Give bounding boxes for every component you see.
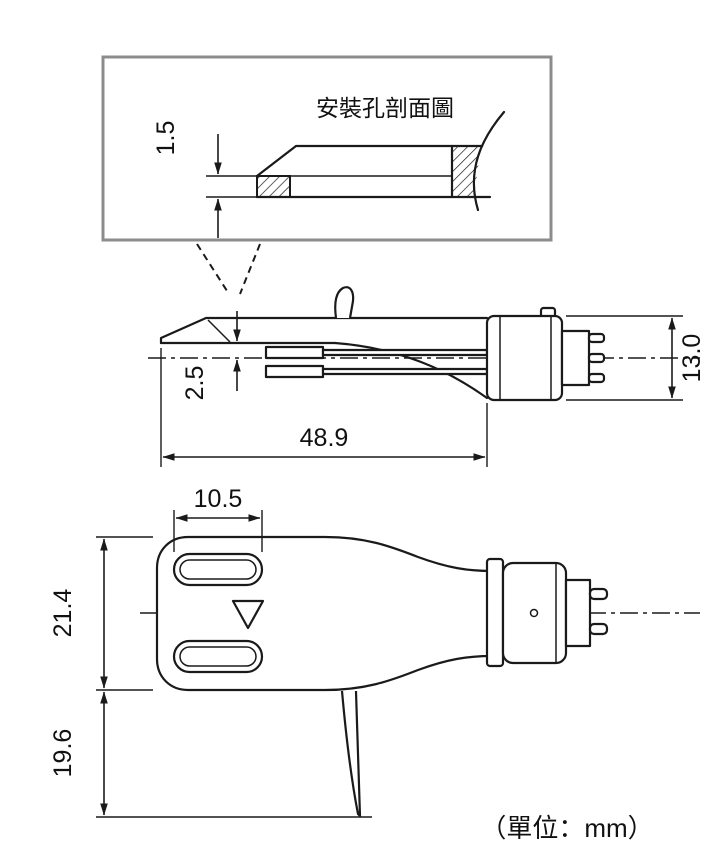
lead-clip-lower (264, 364, 325, 379)
plate-bevel-line (207, 319, 231, 343)
barrel-center-dot (529, 608, 539, 618)
cross-section-top-surface (255, 144, 484, 178)
projection-line-left (196, 243, 230, 295)
dim-length-label: 48.9 (300, 424, 349, 452)
finger-lift-side (334, 286, 355, 319)
collar-flange-bottom (485, 557, 505, 668)
dim-lift-label: 19.6 (49, 729, 77, 778)
lead-clip-upper (264, 345, 325, 360)
finger-lift-bottom (340, 690, 362, 818)
connector-pin-block-side (560, 329, 591, 387)
shell-skirt-curve (333, 341, 489, 400)
lead-bar-lower (321, 367, 489, 376)
dim-diameter-label: 13.0 (678, 334, 706, 383)
connector-pin-bottom (587, 372, 606, 384)
slot-upper-inner (179, 559, 257, 580)
side-view: 2.5 48.9 13.0 (148, 286, 706, 467)
unit-note: （單位：mm） (480, 813, 653, 843)
bottom-view: 10.5 21.4 19.6 (49, 485, 700, 818)
connector-pin-top (587, 332, 606, 344)
projection-pointer (196, 243, 261, 295)
cross-section-left-hatch (256, 175, 291, 198)
slot-lower-inner (179, 646, 257, 667)
connector-pin-middle (587, 352, 606, 364)
dim-slot-label: 10.5 (194, 485, 243, 513)
slot-lower-outer (172, 639, 264, 674)
dim-width-label: 21.4 (49, 589, 77, 638)
connector-pin-right (588, 622, 609, 636)
connector-pin-block-bottom (564, 578, 592, 648)
inset-title: 安裝孔剖面圖 (316, 95, 454, 121)
slot-upper-outer (172, 552, 264, 587)
inset-section: 安裝孔剖面圖 1.5 (101, 55, 553, 242)
cross-section-break-line (472, 110, 506, 212)
lead-bar-upper (321, 348, 489, 357)
projection-line-right (239, 243, 261, 295)
dim-offset-label: 2.5 (181, 366, 209, 401)
dim-flange-label: 1.5 (152, 121, 180, 156)
headshell-body-outline (155, 535, 494, 692)
connector-pin-left (588, 587, 609, 601)
brand-triangle-logo (231, 599, 265, 630)
